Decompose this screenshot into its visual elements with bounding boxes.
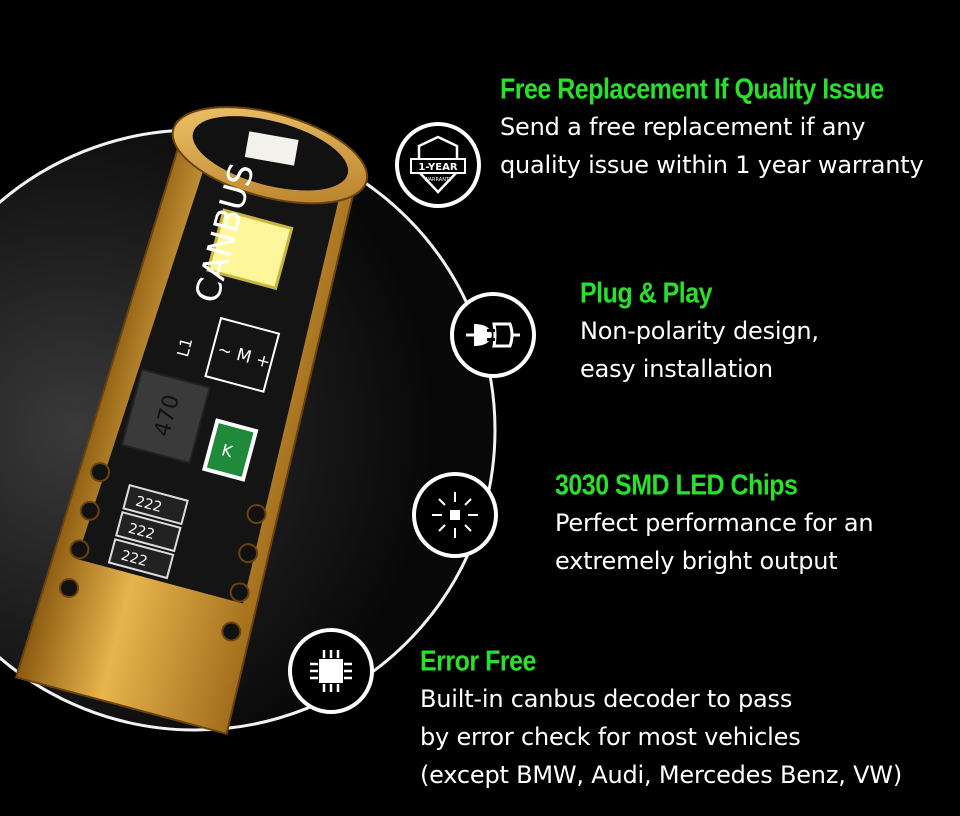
feature-line: easy installation (580, 355, 773, 383)
feature-plug-and-play: Plug & Play Non-polarity design, easy in… (580, 276, 819, 388)
feature-line: extremely bright output (555, 547, 838, 575)
warranty-badge-text: 1-YEAR (418, 162, 457, 173)
plug-icon-circle (450, 292, 536, 378)
feature-error-free: Error Free Built-in canbus decoder to pa… (420, 644, 902, 794)
feature-title: Error Free (420, 645, 536, 678)
feature-line: Built-in canbus decoder to pass (420, 685, 793, 713)
resistor-label: 222 (119, 548, 149, 570)
warranty-icon-circle: 1-YEAR WARRANTY (395, 122, 481, 208)
feature-line: Perfect performance for an (555, 509, 874, 537)
feature-line: by error check for most vehicles (420, 723, 801, 751)
feature-title: Plug & Play (580, 277, 713, 310)
feature-line: (except BMW, Audi, Mercedes Benz, VW) (420, 761, 902, 789)
feature-line: Non-polarity design, (580, 317, 819, 345)
resistor-label: 222 (134, 494, 164, 516)
plug-connector-icon (466, 322, 520, 348)
warranty-badge-subtext: WARRANTY (424, 177, 453, 183)
led-icon-circle (412, 472, 498, 558)
resistor-label: 222 (126, 521, 156, 543)
feature-title: Free Replacement If Quality Issue (500, 73, 884, 106)
led-chip-icon (432, 492, 478, 538)
feature-free-replacement: Free Replacement If Quality Issue Send a… (500, 72, 924, 184)
feature-line: quality issue within 1 year warranty (500, 151, 924, 179)
feature-title: 3030 SMD LED Chips (555, 469, 798, 502)
decoder-chip-icon (310, 650, 352, 692)
warranty-badge-icon: 1-YEAR WARRANTY (410, 135, 466, 194)
inductor-label: L1 (173, 336, 196, 359)
feature-line: Send a free replacement if any (500, 113, 866, 141)
feature-smd-led-chips: 3030 SMD LED Chips Perfect performance f… (555, 468, 874, 580)
decoder-icon-circle (288, 628, 374, 714)
